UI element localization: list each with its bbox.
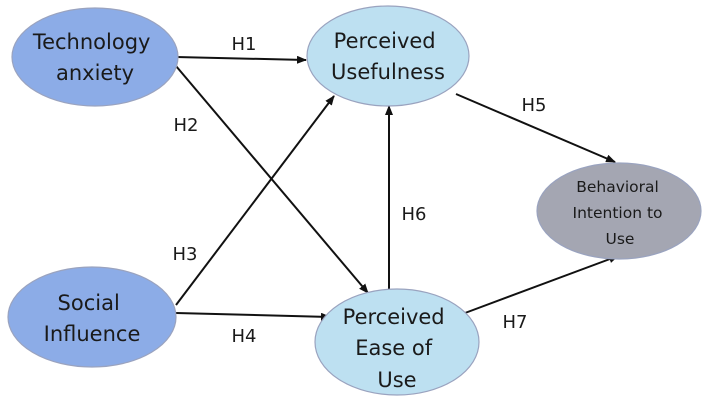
hypothesis-label-h6: H6 — [402, 204, 427, 225]
edge-h4-social-to-ease-of-use — [175, 312, 331, 321]
node-perceived-ease-of-use-shape — [314, 288, 480, 396]
node-label-line: Technology — [32, 30, 151, 54]
node-label-line: anxiety — [56, 61, 134, 85]
node-label-line: Influence — [44, 322, 141, 346]
node-perceived-ease-of-use-label: Perceived Ease of Use — [343, 305, 452, 392]
hypothesis-label-h3: H3 — [173, 244, 198, 265]
node-label-line: Perceived — [343, 305, 445, 329]
hypothesis-label-h2: H2 — [174, 115, 199, 136]
hypothesis-label-h5: H5 — [522, 95, 547, 116]
node-behavioral-intention: Behavioral Intention to Use — [536, 162, 702, 260]
node-perceived-usefulness: Perceived Usefulness — [306, 5, 470, 107]
node-label-line: Use — [377, 368, 416, 392]
node-label-line: Use — [606, 230, 635, 248]
node-technology-anxiety-shape — [11, 7, 179, 107]
node-label-line: Social — [58, 291, 120, 315]
node-social-influence: Social Influence — [7, 266, 177, 368]
hypothesis-label-h4: H4 — [232, 326, 257, 347]
node-perceived-ease-of-use: Perceived Ease of Use — [314, 288, 480, 396]
node-label-line: Intention to — [573, 204, 663, 222]
node-social-influence-shape — [7, 266, 177, 368]
node-label-line: Usefulness — [331, 60, 445, 84]
node-perceived-usefulness-shape — [306, 5, 470, 107]
node-behavioral-intention-shape — [536, 162, 702, 260]
node-label-line: Ease of — [355, 336, 433, 360]
edge-h5-usefulness-to-intention — [455, 93, 616, 163]
edge-h1-anxiety-to-usefulness — [175, 55, 307, 64]
hypothesis-label-h1: H1 — [232, 34, 257, 55]
node-technology-anxiety: Technology anxiety — [11, 7, 179, 107]
node-behavioral-intention-label: Behavioral Intention to Use — [573, 178, 668, 248]
node-perceived-usefulness-label: Perceived Usefulness — [331, 29, 445, 84]
edge-h3-social-to-usefulness — [175, 95, 335, 306]
hypothesis-label-h7: H7 — [503, 312, 528, 333]
node-social-influence-label: Social Influence — [44, 291, 141, 346]
node-label-line: Perceived — [334, 29, 436, 53]
node-label-line: Behavioral — [576, 178, 659, 196]
edge-h7-ease-of-use-to-intention — [464, 255, 619, 314]
node-technology-anxiety-label: Technology anxiety — [32, 30, 157, 85]
